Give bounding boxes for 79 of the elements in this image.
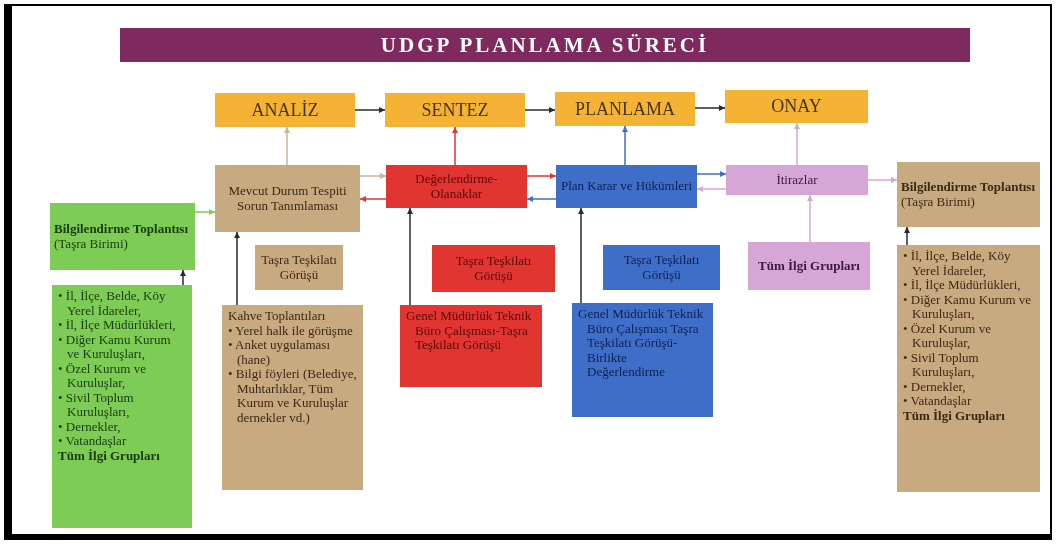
node-label: • Özel Kurum ve Kuruluşlar, xyxy=(903,321,992,351)
node-label: • Bilgi föyleri (Belediye, Muhtarlıklar, Tüm Kurum ve Kuruluşlar dernekler vd.) xyxy=(228,367,357,426)
node-label: • Vatandaşlar xyxy=(58,434,128,449)
stage-box xyxy=(555,92,695,126)
node-label: • Diğer Kamu Kurum ve Kuruluşları, xyxy=(903,292,1033,322)
arrow xyxy=(696,186,727,192)
node-label: Mevcut Durum Tespiti Sorun Tanımlaması xyxy=(227,183,348,214)
node-label: Tüm İlgi Grupları xyxy=(903,409,1006,424)
node-label: • Dernekler, xyxy=(58,419,121,435)
stage-box xyxy=(725,90,868,123)
node-label: Plan Karar ve Hükümleri xyxy=(560,179,692,194)
node-label: (Taşra Birimi) xyxy=(54,236,128,252)
arrow xyxy=(359,196,387,202)
node-label: • Yerel halk ile görüşme xyxy=(228,323,354,339)
node-label: Tüm İlgi Grupları xyxy=(58,449,161,464)
arrow xyxy=(194,209,216,215)
arrow xyxy=(452,126,458,166)
note-box xyxy=(603,245,720,290)
node-label: Taşra Teşkilatı Görüşü xyxy=(622,252,701,283)
node-label: • Sivil Toplum Kuruluşları, xyxy=(903,350,980,380)
meeting-box xyxy=(897,162,1040,227)
arrow xyxy=(622,125,628,166)
note-box xyxy=(400,305,542,387)
process-box xyxy=(556,165,697,208)
list-box xyxy=(52,285,192,528)
node-label: (Taşra Birimi) xyxy=(901,194,975,210)
arrow xyxy=(578,207,584,304)
process-box xyxy=(215,165,360,232)
arrow xyxy=(407,207,413,306)
group-box xyxy=(748,242,870,290)
node-label: Genel Müdürlük Teknik Büro Çalışması Taşra Teşkilatı Görüşü-Birlikte Değerlendirme xyxy=(578,307,705,380)
arrow xyxy=(234,231,240,306)
node-label: • Anket uygulaması (hane) xyxy=(228,338,331,368)
node-label: Bilgilendirme Toplantısı xyxy=(54,221,189,237)
meeting-box xyxy=(50,203,195,270)
node-label: Taşra Teşkilatı Görüşü xyxy=(260,252,338,283)
arrow xyxy=(180,269,186,286)
node-label: • İl, İlçe, Belde, Köy Yerel İdareler, xyxy=(903,249,1012,279)
node-label: Genel Müdürlük Teknik Büro Çalışması-Taşra Teşkilatı Görüşü xyxy=(406,309,533,353)
node-label: • Sivil Toplum Kuruluşları, xyxy=(58,390,135,420)
arrow xyxy=(794,122,800,166)
arrow xyxy=(354,107,386,113)
title-banner: UDGP PLANLAMA SÜRECİ xyxy=(120,28,970,62)
node-label: PLANLAMA xyxy=(575,98,675,120)
arrow xyxy=(696,171,727,177)
node-label: ONAY xyxy=(771,96,822,117)
process-box xyxy=(726,165,868,195)
arrow xyxy=(867,177,898,183)
node-label: İtirazlar xyxy=(776,172,818,188)
node-label: Bilgilendirme Toplantısı xyxy=(901,179,1036,195)
stage-box xyxy=(385,93,525,127)
node-label: • Diğer Kamu Kurum ve Kuruluşları, xyxy=(58,332,172,362)
node-label: • İl, İlçe Müdürlükleri, xyxy=(58,318,177,333)
arrow xyxy=(807,194,813,243)
arrow xyxy=(524,107,556,113)
arrow xyxy=(526,173,557,179)
node-label: • İl, İlçe, Belde, Köy Yerel İdareler, xyxy=(58,289,167,319)
list-box xyxy=(222,305,363,490)
node-label: ANALİZ xyxy=(251,99,319,121)
list-box xyxy=(897,245,1040,492)
note-box xyxy=(572,303,713,417)
node-label: Tüm İlgi Grupları xyxy=(758,258,860,274)
node-label: Kahve Toplantıları xyxy=(228,309,327,324)
note-box xyxy=(432,245,555,292)
process-box xyxy=(386,165,527,208)
arrow xyxy=(359,173,387,179)
arrow xyxy=(526,196,557,202)
node-label: SENTEZ xyxy=(421,99,489,121)
arrow xyxy=(904,226,910,246)
arrow xyxy=(694,105,726,111)
node-label: Taşra Teşkilatı Görüşü xyxy=(454,253,533,284)
node-label: Değerlendirme-Olanaklar xyxy=(414,171,499,202)
arrow xyxy=(284,126,290,166)
node-label: • Vatandaşlar xyxy=(903,394,973,409)
note-box xyxy=(255,245,343,290)
node-label: • Dernekler, xyxy=(903,379,966,395)
node-label: • İl, İlçe Müdürlükleri, xyxy=(903,278,1022,293)
stage-box xyxy=(215,93,355,127)
node-label: • Özel Kurum ve Kuruluşlar, xyxy=(58,361,147,391)
